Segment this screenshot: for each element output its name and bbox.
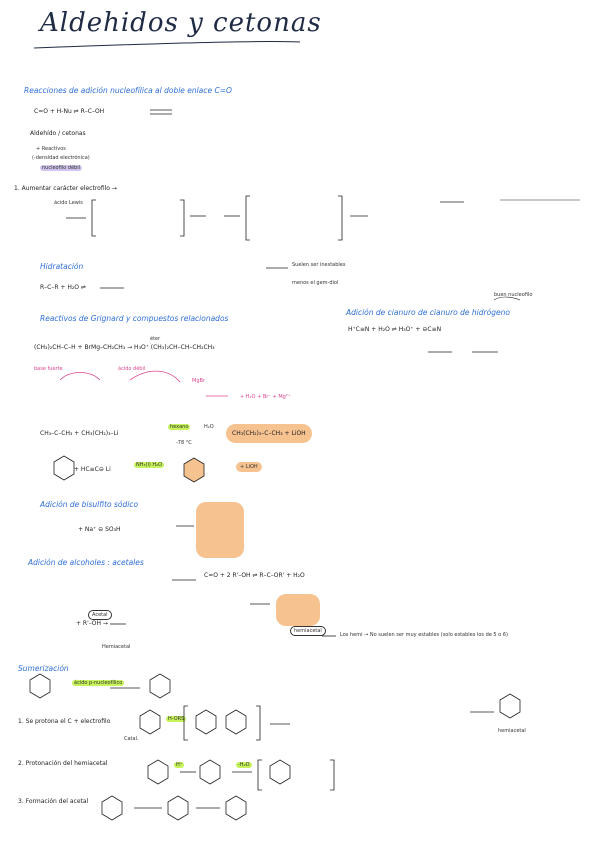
bisulfito-reagent: + Na⁺ ⊖ SO₃H: [78, 526, 121, 533]
acido-debil: ácido débil: [118, 366, 146, 372]
li-product: CH₃(CH₂)₃–C–CH₃ + LiOH: [226, 424, 312, 443]
nh3-label: NH₃(l) H₂O: [134, 462, 165, 468]
section-cianuro: Adición de cianuro de cianuro de hidróge…: [346, 308, 510, 317]
general-equation: C=O + H-Nu ⇌ R–C–OH: [34, 108, 105, 115]
step2-text: 2. Protonación del hemiacetal: [18, 760, 108, 767]
acido-lewis-note: ácido Lewis: [54, 200, 83, 206]
hidr-note-2: menos el gem-diol: [292, 280, 339, 286]
catal-label: Catal.: [124, 736, 139, 742]
step1-text: 1. Aumentar carácter electrofilo →: [14, 185, 117, 192]
hemiacetal-circled: hemiacetal: [290, 626, 326, 636]
grignard-text: (CH₃)₂CH–C–H + BrMg–CH₂CH₃ → H₃O⁺ (CH₃)₂…: [34, 344, 215, 351]
li-eq: CH₃–C–CH₃ + CH₃(CH₂)₃–Li: [40, 430, 119, 437]
mgbr-label: MgBr: [192, 378, 205, 384]
acido-nucleofilo: ácido p-nucleofílico: [72, 680, 125, 686]
hemiacetal-label: Hemiacetal: [102, 644, 131, 650]
hidratacion-eq: R–C–R + H₂O ⇌: [40, 284, 86, 291]
nucleofilo-debil: nucleofilo débil: [40, 165, 83, 171]
h-ors-label: H-ORS: [166, 716, 187, 722]
bisulfito-product-bg: [196, 502, 244, 558]
h2o-label: H₂O: [204, 424, 214, 430]
section-bisulfito: Adición de bisulfito sódico: [40, 500, 139, 509]
alcohol-eq: C=O + 2 R'–OH ⇌ R–C–OR' + H₂O: [204, 572, 305, 579]
step-s7: 1. Se protona el C + electrofilo: [18, 718, 111, 725]
hexano-label: hexano: [168, 424, 191, 430]
acetal-label: Acetal: [88, 610, 112, 620]
h-plus-label: H⁺: [174, 762, 185, 768]
step3-text: 3. Formación del acetal: [18, 798, 89, 805]
densidad-note: (-densidad electrónica): [32, 155, 90, 161]
section-hidratacion: Hidratación: [40, 262, 84, 271]
hidr-note-1: Suelen ser inestables: [292, 262, 346, 268]
aldehido-cetonas: Aldehído / cetonas: [30, 130, 86, 137]
h2o-minus-label: -H₂O: [236, 762, 252, 768]
section-acetales: Adición de alcoholes : acetales: [28, 558, 144, 567]
base-fuerte: base fuerte: [34, 366, 63, 372]
hcn-eq: H⁺C≡N + H₂O ⇌ H₃O⁺ + ⊖C≡N: [348, 326, 442, 333]
eter-label: éter: [150, 336, 161, 342]
buen-nucleofilo: buen nucleofilo: [494, 292, 533, 298]
hemiacetal2-label: hemiacetal: [498, 728, 526, 734]
page-title: Aldehidos y cetonas: [40, 8, 322, 38]
alkyne-reagent: + HC≡C⊖ Li: [74, 466, 111, 473]
grignard-eq: (CH₃)₂CH–C–H + BrMg–CH₂CH₃ → H₃O⁺ (CH₃)₂…: [34, 344, 215, 351]
plus-lioh: + LiOH: [236, 462, 262, 472]
r-oh-label: + R'–OH →: [76, 620, 108, 627]
temp-label: -78 °C: [176, 440, 192, 446]
section-grignard: Reactivos de Grignard y compuestos relac…: [40, 314, 229, 323]
hemi-product-bg: [276, 594, 320, 626]
grignard-products: + H₂O + Br⁻ + Mg²⁺: [240, 394, 291, 400]
los-hemi-note: Los hemi → No suelen ser muy estables (s…: [340, 632, 508, 638]
reactivos-note: + Reactivos: [36, 146, 66, 152]
section-adicion-nucleofilica: Reacciones de adición nucleofílica al do…: [24, 86, 232, 95]
section-sumerizacion: Sumerización: [18, 664, 69, 673]
